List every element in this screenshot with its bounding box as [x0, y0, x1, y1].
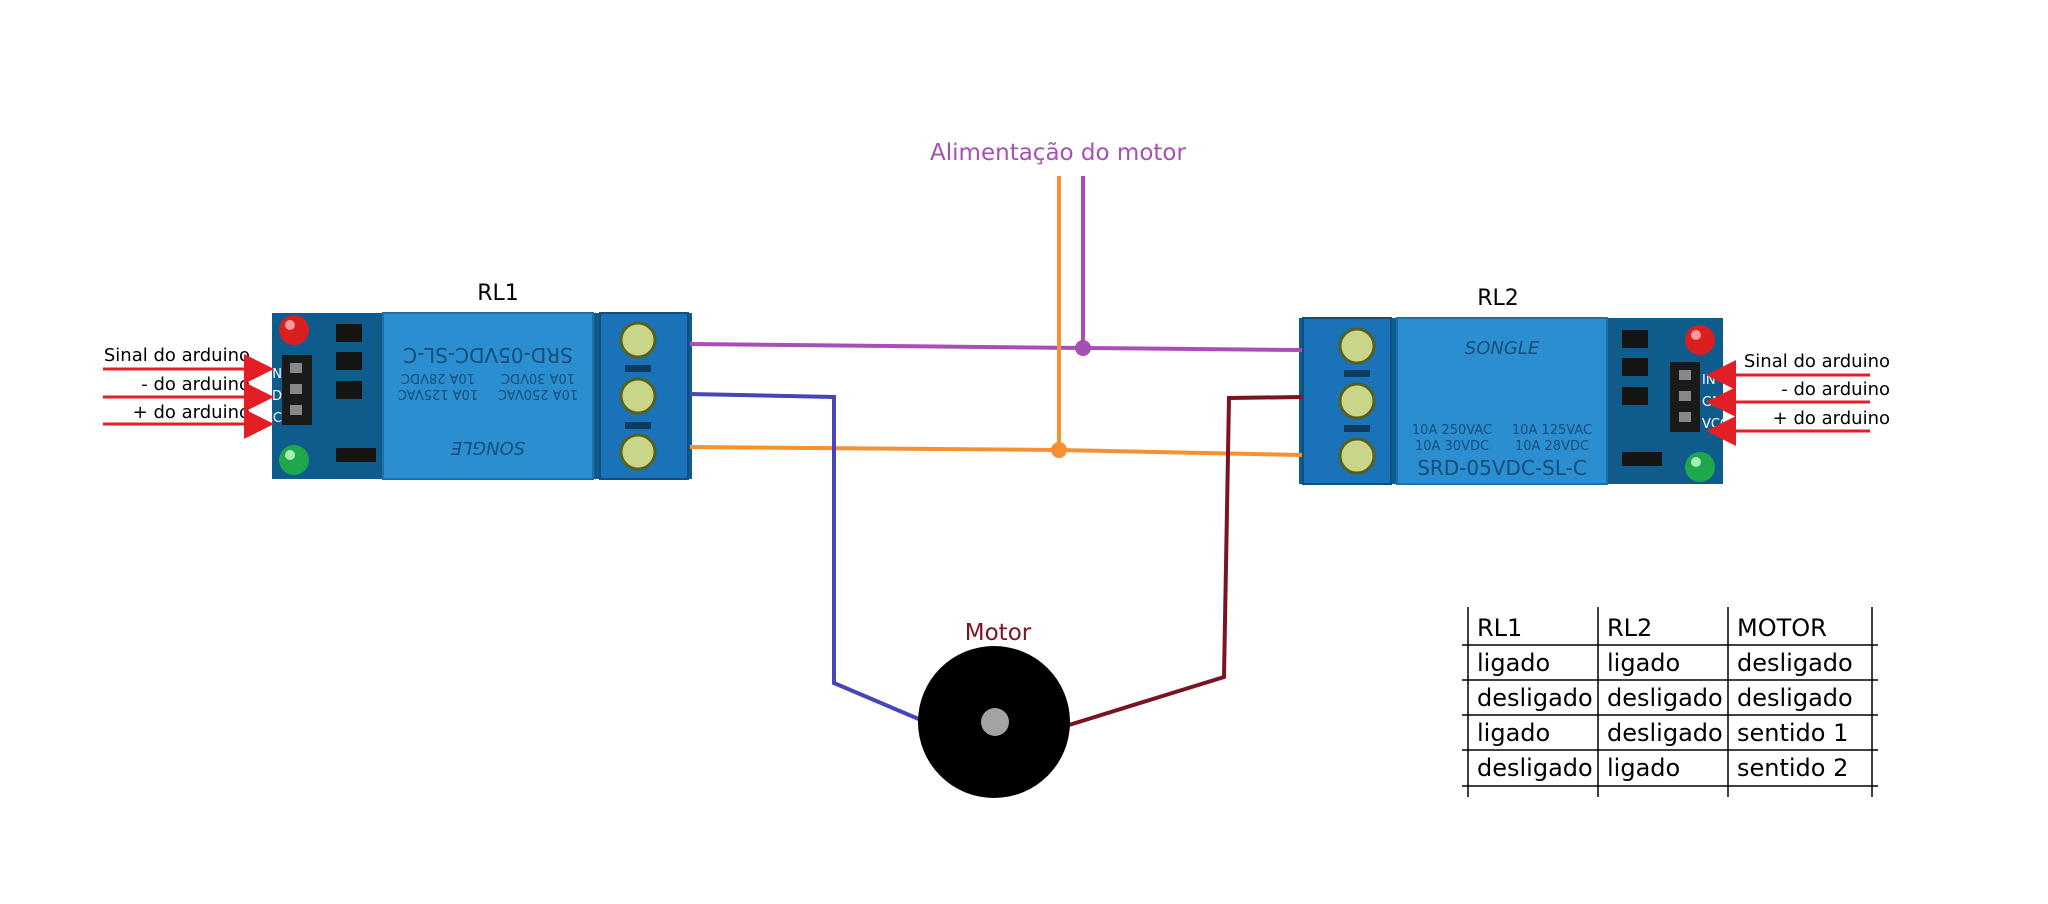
led-green	[1685, 452, 1715, 482]
pin-label: IN	[268, 367, 282, 382]
wire-supply-orange	[689, 445, 1303, 457]
table-cell: ligado	[1477, 649, 1550, 677]
table-cell: ligado	[1607, 754, 1680, 782]
relay-brand: SONGLE	[1465, 338, 1540, 359]
relay-model: SRD-05VDC-SL-C	[403, 343, 573, 367]
wire-supply-purple	[689, 342, 1303, 352]
screw	[1338, 437, 1376, 475]
motor: Motor	[918, 620, 1070, 798]
table-cell: desligado	[1737, 649, 1853, 677]
table-cell: desligado	[1607, 684, 1723, 712]
power-supply-label: Alimentação do motor	[930, 140, 1186, 166]
relay-rating: 10A 30VDC	[501, 370, 575, 385]
table-cell: desligado	[1477, 684, 1593, 712]
table-cell: sentido 2	[1737, 754, 1848, 782]
arduino-inputs-left: Sinal do arduino - do arduino + do ardui…	[103, 345, 274, 439]
relay-model: SRD-05VDC-SL-C	[1417, 456, 1587, 480]
input-label: + do arduino	[133, 402, 250, 423]
wire-motor-blue	[689, 392, 922, 722]
truth-table: RL1 RL2 MOTOR ligado ligado desligado desligad…	[1462, 607, 1878, 797]
motor-label: Motor	[965, 620, 1032, 646]
junction-dot	[1051, 442, 1067, 458]
arduino-inputs-right: Sinal do arduino - do arduino + do ardui…	[1706, 351, 1890, 446]
table-cell: desligado	[1737, 684, 1853, 712]
input-label: - do arduino	[1781, 379, 1890, 400]
table-cell: ligado	[1607, 649, 1680, 677]
table-header-cell: MOTOR	[1737, 614, 1827, 642]
relay-rating: 10A 250VAC	[498, 386, 578, 401]
relay-rating: 10A 30VDC	[1415, 439, 1489, 454]
relay-brand: SONGLE	[450, 437, 525, 458]
table-header-cell: RL2	[1607, 614, 1652, 642]
screw	[619, 433, 657, 471]
input-label: + do arduino	[1773, 408, 1890, 429]
relay-rating: 10A 28VDC	[401, 370, 475, 385]
table-cell: desligado	[1477, 754, 1593, 782]
relay-rating: 10A 28VDC	[1515, 439, 1589, 454]
relay-rating: 10A 125VAC	[1512, 423, 1592, 438]
junction-dot	[1075, 340, 1091, 356]
motor-shaft	[981, 708, 1009, 736]
led-red	[1685, 325, 1715, 355]
screw	[619, 321, 657, 359]
table-cell: sentido 1	[1737, 719, 1848, 747]
relay-body	[1396, 317, 1608, 485]
table-cell: desligado	[1607, 719, 1723, 747]
relay-label-rl2: RL2	[1477, 286, 1519, 311]
input-label: Sinal do arduino	[1744, 351, 1890, 372]
table-cell: ligado	[1477, 719, 1550, 747]
input-label: Sinal do arduino	[104, 345, 250, 366]
relay-module-rl2: RL2 SONGLE 10A 250VAC 10A 125VAC 10A 30V…	[1299, 286, 1732, 485]
screw	[1338, 327, 1376, 365]
relay-rating: 10A 125VAC	[398, 386, 478, 401]
relay-rating: 10A 250VAC	[1412, 423, 1492, 438]
table-header-cell: RL1	[1477, 614, 1522, 642]
led-green	[279, 445, 309, 475]
input-label: - do arduino	[141, 374, 250, 395]
screw	[619, 377, 657, 415]
led-red	[279, 315, 309, 345]
wire-motor-darkred	[1068, 395, 1303, 727]
screw	[1338, 382, 1376, 420]
relay-label-rl1: RL1	[477, 281, 519, 306]
relay-body	[382, 312, 594, 480]
relay-module-rl1: RL1 IN GND VCC SONGLE 10A 250VAC 10A 125…	[252, 281, 692, 480]
